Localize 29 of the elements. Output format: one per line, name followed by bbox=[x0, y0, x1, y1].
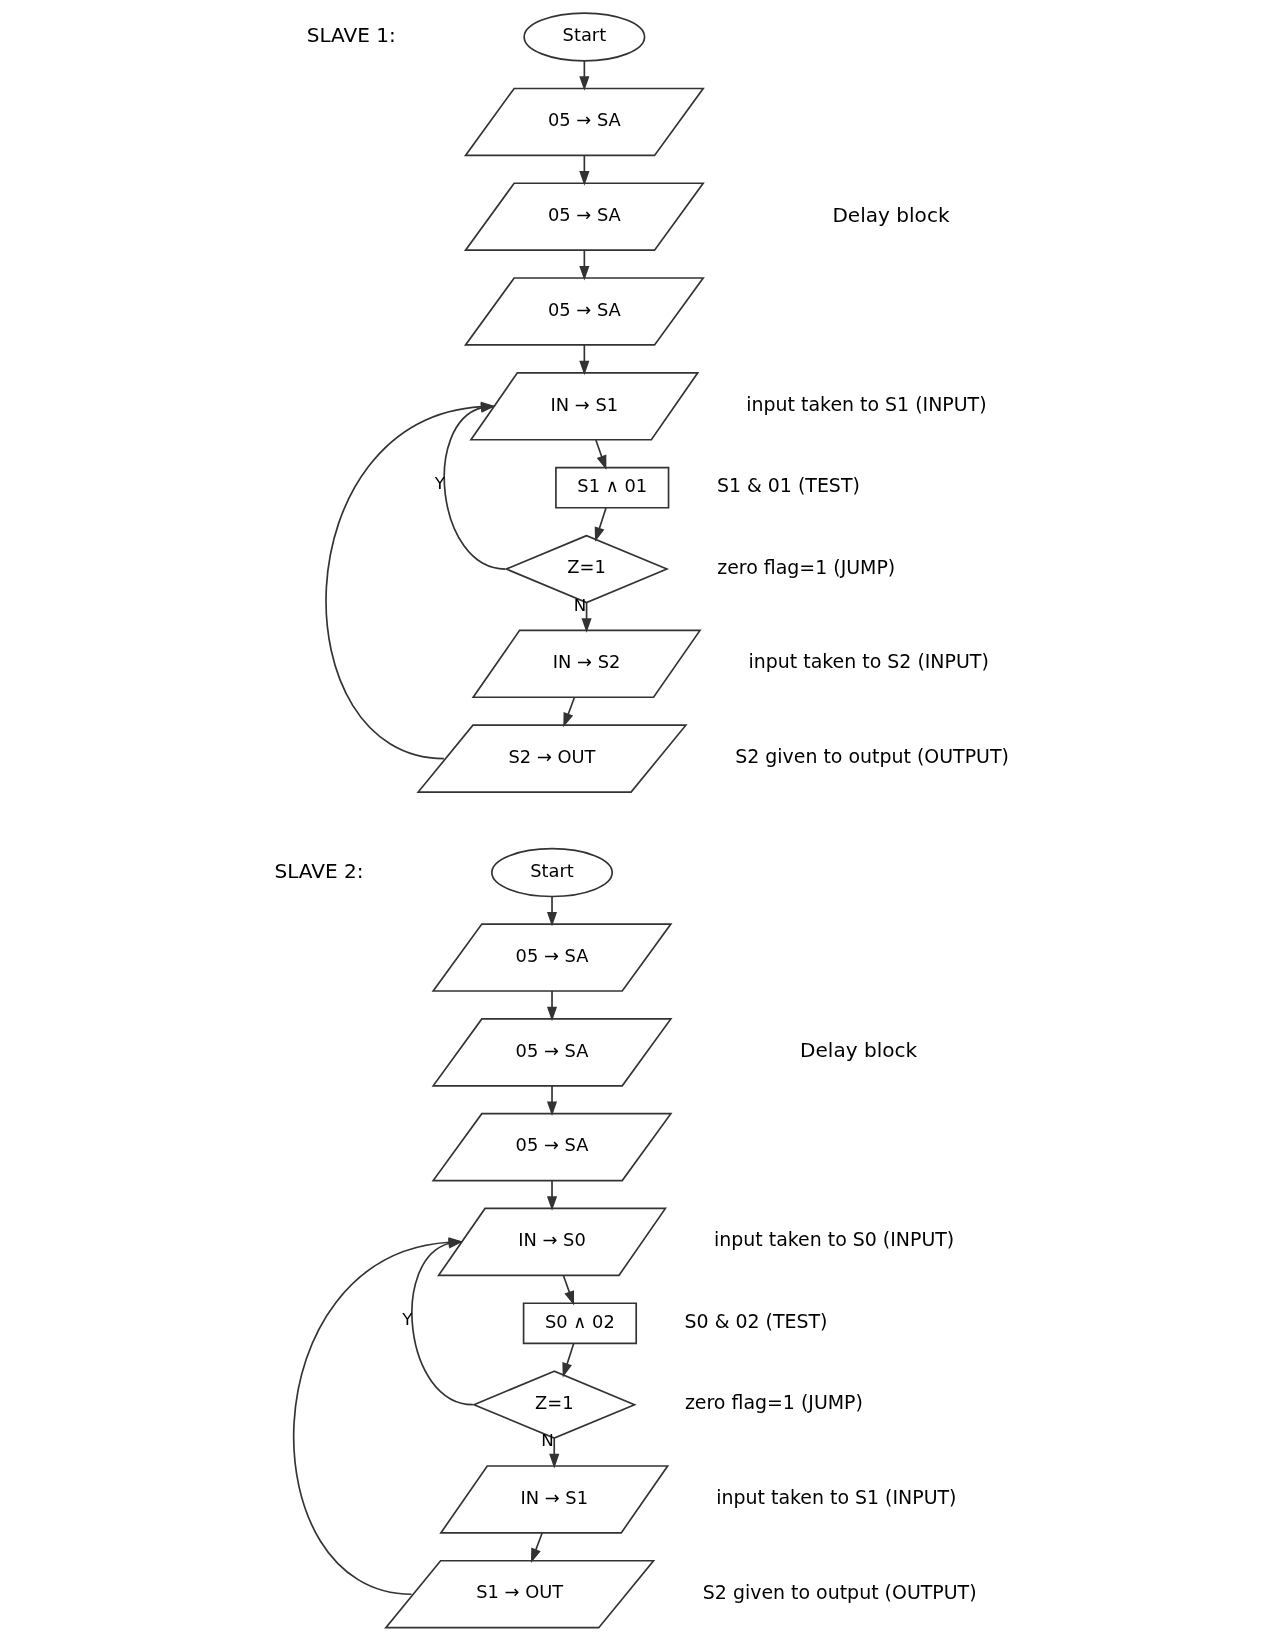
arrow bbox=[546, 895, 557, 927]
arrow bbox=[562, 1274, 574, 1306]
arrow bbox=[562, 696, 575, 728]
label: SLAVE 2: bbox=[273, 858, 364, 883]
arrow bbox=[546, 1085, 557, 1117]
node-label: S0 & 02 (TEST) bbox=[684, 1309, 828, 1332]
arrow bbox=[548, 1437, 559, 1469]
node-ellipse: Start bbox=[490, 847, 613, 898]
label: Delay block bbox=[799, 1038, 917, 1063]
arrow bbox=[594, 439, 606, 470]
node-box: S1 ∧ 01 bbox=[554, 466, 669, 509]
arrow bbox=[594, 507, 607, 542]
arrow bbox=[561, 1342, 574, 1378]
node-label: zero flag=1 (JUMP) bbox=[684, 1391, 863, 1414]
arrow bbox=[546, 990, 557, 1022]
node-label: input taken to S0 (INPUT) bbox=[713, 1228, 954, 1251]
node-label: input taken to S1 (INPUT) bbox=[745, 392, 987, 415]
label: Delay block bbox=[831, 202, 950, 227]
node-box: S0 ∧ 02 bbox=[522, 1302, 637, 1345]
label: SLAVE 1: bbox=[306, 22, 396, 47]
node-label: S2 given to output (OUTPUT) bbox=[702, 1580, 977, 1603]
node-ellipse: Start bbox=[522, 12, 645, 62]
arrow bbox=[530, 1532, 543, 1563]
node-label: S2 given to output (OUTPUT) bbox=[734, 745, 1009, 768]
node-label: S1 & 01 (TEST) bbox=[716, 474, 860, 497]
arrow bbox=[546, 1179, 557, 1211]
node-label: input taken to S1 (INPUT) bbox=[715, 1486, 956, 1509]
node-label: zero flag=1 (JUMP) bbox=[716, 555, 895, 578]
node-label: input taken to S2 (INPUT) bbox=[748, 650, 989, 673]
